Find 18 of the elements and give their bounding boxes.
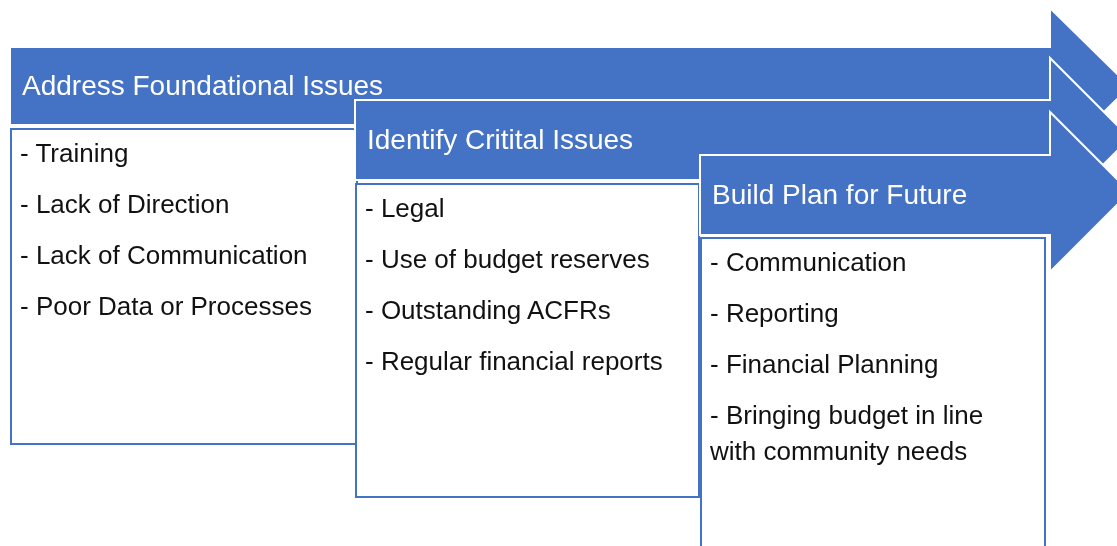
list-card <box>10 128 358 445</box>
list-item: - Training <box>20 137 130 170</box>
list-item: - Financial Planning <box>710 347 940 381</box>
phase-heading: Build Plan for Future <box>712 181 968 209</box>
list-item: - Outstanding ACFRs <box>365 293 612 327</box>
phase-heading: Identify Critital Issues <box>367 126 634 154</box>
list-item: - Lack of Direction <box>20 187 231 221</box>
list-item: - Poor Data or Processes <box>20 289 313 323</box>
list-item: - Regular financial reports <box>365 344 664 378</box>
phase-heading: Address Foundational Issues <box>22 72 384 100</box>
list-item: - Lack of Communication <box>20 238 309 272</box>
list-item: - Legal <box>365 192 446 225</box>
list-card <box>700 237 1046 546</box>
list-item: - Bringing budget in line with community needs <box>710 398 985 468</box>
list-card <box>355 183 700 498</box>
list-item: - Communication <box>710 246 908 279</box>
list-item: - Use of budget reserves <box>365 242 651 276</box>
list-item: - Reporting <box>710 296 840 330</box>
